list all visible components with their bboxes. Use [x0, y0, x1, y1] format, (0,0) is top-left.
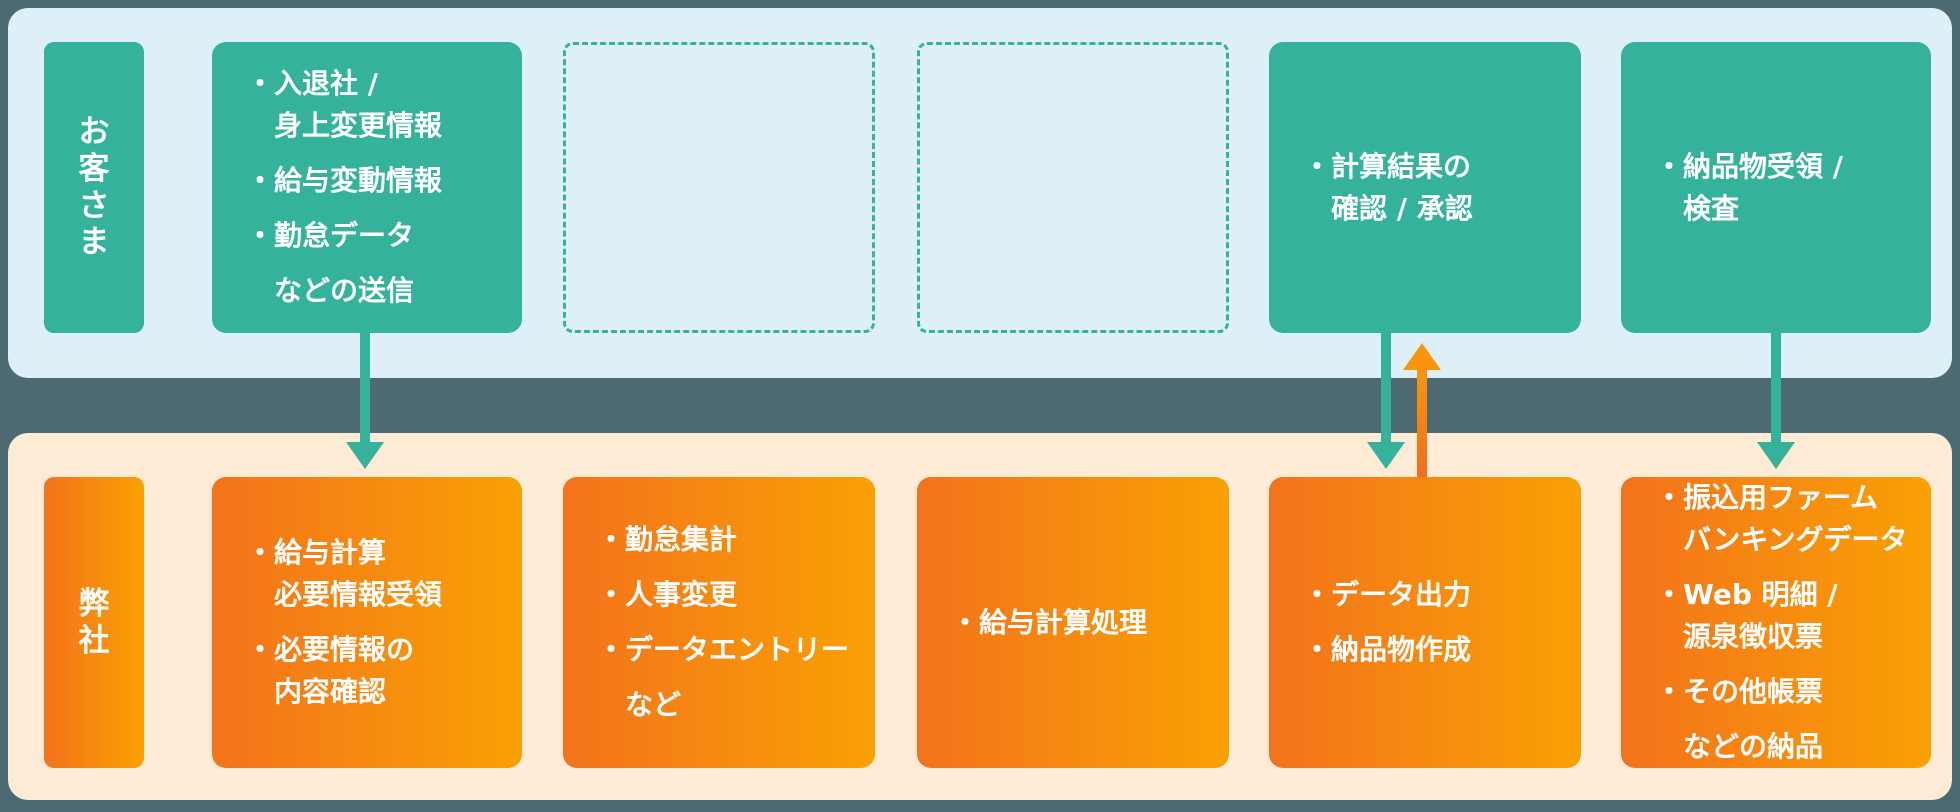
- box-text: ・給与計算処理: [951, 602, 1215, 644]
- bullet-line: ・振込用ファーム バンキングデータ: [1655, 481, 1908, 556]
- bullet-line: ・データ出力: [1303, 578, 1472, 611]
- customer-placeholder-box-2: [917, 42, 1229, 333]
- result-up-arrow: [1403, 343, 1441, 477]
- bullet-line: ・勤怠データ: [246, 219, 415, 252]
- bullet-line: ・必要情報の 内容確認: [246, 633, 415, 708]
- customer-send-info-box: ・入退社 / 身上変更情報・給与変動情報・勤怠データ などの送信: [212, 42, 522, 333]
- bullet-line: ・Web 明細 / 源泉徴収票: [1655, 578, 1838, 653]
- company-payroll-processing-box: ・給与計算処理: [917, 477, 1229, 768]
- send-data-down-arrow: [346, 333, 384, 469]
- bullet-line: ・人事変更: [597, 578, 738, 611]
- box-text: ・計算結果の 確認 / 承認: [1303, 146, 1567, 230]
- bullet-line: ・入退社 / 身上変更情報: [246, 67, 443, 142]
- bullet-line: ・計算結果の 確認 / 承認: [1303, 149, 1473, 225]
- box-text: ・データ出力・納品物作成: [1303, 574, 1567, 671]
- bullet-line: などの送信: [246, 274, 415, 307]
- bullet-line: ・納品物作成: [1303, 633, 1472, 666]
- bullet-line: ・給与計算処理: [951, 605, 1148, 639]
- customer-lane-band: お 客 さ ま ・入退社 / 身上変更情報・給与変動情報・勤怠データ などの送信…: [8, 8, 1952, 378]
- arrow-head: [1757, 442, 1795, 469]
- bullet-line: ・給与計算 必要情報受領: [246, 536, 443, 611]
- company-data-output-box: ・データ出力・納品物作成: [1269, 477, 1581, 768]
- box-text: ・納品物受領 / 検査: [1655, 146, 1917, 230]
- arrow-stem: [1381, 333, 1391, 443]
- arrow-stem: [1417, 369, 1427, 477]
- company-attendance-entry-box: ・勤怠集計・人事変更・データエントリー など: [563, 477, 875, 768]
- company-receive-info-box: ・給与計算 必要情報受領・必要情報の 内容確認: [212, 477, 522, 768]
- bullet-line: ・データエントリー: [597, 633, 850, 666]
- customer-receive-inspect-box: ・納品物受領 / 検査: [1621, 42, 1931, 333]
- box-text: ・振込用ファーム バンキングデータ・Web 明細 / 源泉徴収票・その他帳票 な…: [1655, 477, 1917, 768]
- company-lane-band: 弊 社 ・給与計算 必要情報受領・必要情報の 内容確認 ・勤怠集計・人事変更・デ…: [8, 433, 1952, 800]
- arrow-head: [1367, 442, 1405, 469]
- bullet-line: などの納品: [1655, 730, 1824, 763]
- bullet-line: ・その他帳票: [1655, 675, 1824, 708]
- company-lane-label: 弊 社: [44, 477, 144, 768]
- company-deliverables-box: ・振込用ファーム バンキングデータ・Web 明細 / 源泉徴収票・その他帳票 な…: [1621, 477, 1931, 768]
- bullet-line: など: [597, 688, 682, 721]
- customer-confirm-approve-box: ・計算結果の 確認 / 承認: [1269, 42, 1581, 333]
- arrow-head: [1403, 343, 1441, 370]
- box-text: ・勤怠集計・人事変更・データエントリー など: [597, 519, 861, 726]
- customer-lane-label: お 客 さ ま: [44, 42, 144, 333]
- arrow-stem: [1771, 333, 1781, 443]
- bullet-line: ・給与変動情報: [246, 164, 443, 197]
- customer-lane-label-text: お 客 さ ま: [78, 114, 110, 261]
- box-text: ・入退社 / 身上変更情報・給与変動情報・勤怠データ などの送信: [246, 63, 508, 312]
- arrow-stem: [360, 333, 370, 443]
- approval-down-arrow: [1367, 333, 1405, 469]
- arrow-head: [346, 442, 384, 469]
- company-lane-label-text: 弊 社: [78, 585, 110, 659]
- bullet-line: ・納品物受領 / 検査: [1655, 149, 1843, 225]
- bullet-line: ・勤怠集計: [597, 523, 738, 556]
- delivery-down-arrow: [1757, 333, 1795, 469]
- customer-placeholder-box-1: [563, 42, 875, 333]
- box-text: ・給与計算 必要情報受領・必要情報の 内容確認: [246, 532, 508, 713]
